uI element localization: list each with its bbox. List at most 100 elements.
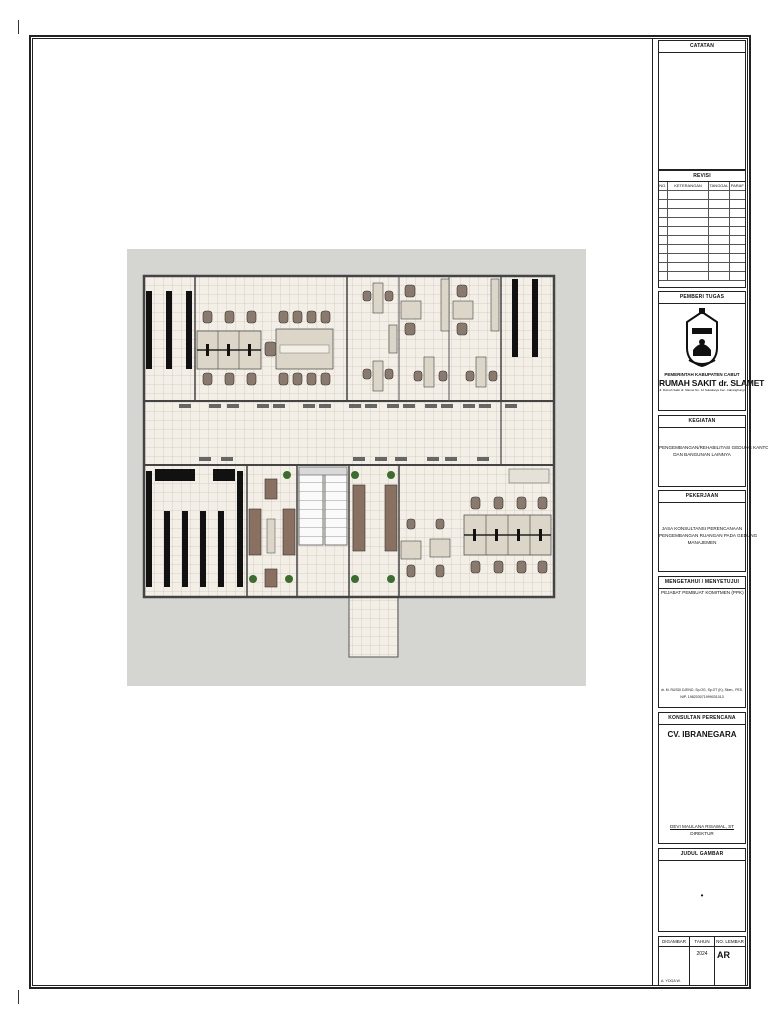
shelves-top-left bbox=[146, 291, 192, 369]
revisi-cell bbox=[668, 209, 710, 217]
revisi-cell bbox=[659, 236, 668, 244]
revisi-cell bbox=[659, 227, 668, 235]
mengetahui-title: MENGETAHUI / MENYETUJUI bbox=[659, 577, 745, 589]
office-desks-bottom bbox=[406, 518, 445, 578]
digambar-label: DIGAMBAR bbox=[659, 937, 689, 947]
revisi-cell bbox=[659, 209, 668, 217]
revisi-row bbox=[659, 191, 745, 200]
lembar-value: AR bbox=[717, 950, 730, 960]
revisi-cell bbox=[730, 227, 745, 235]
tahun-value: 2024 bbox=[696, 951, 708, 957]
revisi-title: REVISI bbox=[659, 171, 745, 182]
revisi-cell bbox=[730, 200, 745, 208]
pemberi-tugas-title: PEMBERI TUGAS bbox=[659, 292, 745, 304]
revisi-cell bbox=[668, 227, 710, 235]
stairs bbox=[298, 470, 324, 546]
drawing-frame-inner bbox=[32, 38, 748, 986]
workstation-cluster-left bbox=[196, 310, 262, 386]
kegiatan-title: KEGIATAN bbox=[659, 416, 745, 428]
revisi-cell bbox=[659, 272, 668, 280]
tahun-label: TAHUN bbox=[690, 937, 714, 947]
revisi-col-tanggal: TANGGAL bbox=[709, 182, 730, 190]
footer-box: DIGAMBAR A. YOGA W. TAHUN 2024 NO. LEMBA… bbox=[658, 936, 746, 986]
pemberi-tugas-box: PEMBERI TUGAS PEMERINTAH KABUPATEN CABUT… bbox=[658, 291, 764, 411]
office-desks-top bbox=[362, 284, 498, 382]
konsultan-title: KONSULTAN PERENCANA bbox=[659, 713, 745, 725]
kegiatan-line2: DAN BANGUNAN LAINNYA bbox=[673, 452, 731, 457]
crop-mark-top bbox=[18, 20, 19, 34]
revisi-row bbox=[659, 263, 745, 272]
revisi-cell bbox=[668, 218, 710, 226]
revisi-row bbox=[659, 254, 745, 263]
revisi-row bbox=[659, 209, 745, 218]
corridor-benches bbox=[179, 404, 517, 461]
revisi-box: REVISI NO. KETERANGAN TANGGAL PARAF bbox=[658, 170, 746, 288]
revisi-cell bbox=[709, 218, 730, 226]
gov-line: PEMERINTAH KABUPATEN CABUT bbox=[664, 372, 740, 377]
judul-gambar-title: JUDUL GAMBAR bbox=[659, 849, 745, 861]
revisi-col-keterangan: KETERANGAN bbox=[668, 182, 710, 190]
revisi-cell bbox=[709, 227, 730, 235]
entrance-ramp bbox=[348, 596, 399, 658]
revisi-cell bbox=[709, 200, 730, 208]
revisi-cell bbox=[668, 245, 710, 253]
revisi-cell bbox=[668, 254, 710, 262]
revisi-col-no: NO. bbox=[659, 182, 668, 190]
revisi-cell bbox=[668, 191, 710, 199]
lounge-furniture bbox=[248, 471, 398, 588]
ppk-nip: NIP. 198203071999031013 bbox=[680, 695, 724, 699]
consultant-role: DIREKTUR bbox=[690, 831, 714, 836]
revisi-cell bbox=[730, 236, 745, 244]
digambar-cell: DIGAMBAR A. YOGA W. bbox=[659, 937, 690, 985]
revisi-row bbox=[659, 245, 745, 254]
revisi-header-row: NO. KETERANGAN TANGGAL PARAF bbox=[659, 182, 745, 191]
pekerjaan-line1: JASA KONSULTANSI PERENCANAAN bbox=[661, 526, 743, 531]
revisi-cell bbox=[709, 236, 730, 244]
shelves-top-right bbox=[512, 279, 538, 357]
revisi-row bbox=[659, 200, 745, 209]
ppk-name: dr. M. RUSDI DJENO, Sp.OG, Sp.OT (K), Sk… bbox=[661, 688, 743, 692]
revisi-cell bbox=[659, 200, 668, 208]
pekerjaan-title: PEKERJAAN bbox=[659, 491, 745, 503]
revisi-cell bbox=[709, 245, 730, 253]
revisi-cell bbox=[709, 254, 730, 262]
revisi-cell bbox=[730, 263, 745, 271]
revisi-cell bbox=[709, 272, 730, 280]
shelves-bottom-left bbox=[146, 469, 243, 587]
revisi-row bbox=[659, 236, 745, 245]
hospital-address: Jl. Rumah Sakit dr. Slamet No. 12 Sukaka… bbox=[659, 388, 745, 392]
revisi-cell bbox=[659, 191, 668, 199]
judul-gambar-box: JUDUL GAMBAR • bbox=[658, 848, 746, 932]
revisi-cell bbox=[659, 245, 668, 253]
mengetahui-box: MENGETAHUI / MENYETUJUI PEJABAT PEMBUAT … bbox=[658, 576, 746, 708]
title-block-divider bbox=[652, 38, 653, 986]
revisi-row bbox=[659, 272, 745, 281]
revisi-cell bbox=[659, 263, 668, 271]
revisi-cell bbox=[668, 236, 710, 244]
pekerjaan-line2: PENGEMBANGAN RUANGAN PADA GEDUNG bbox=[659, 533, 758, 538]
revisi-rows bbox=[659, 191, 745, 281]
revisi-row bbox=[659, 227, 745, 236]
revisi-cell bbox=[709, 209, 730, 217]
catatan-title: CATATAN bbox=[659, 41, 745, 53]
floor-plan bbox=[127, 249, 586, 686]
consultant-person: DEVI MAULANA RISAWAL, ST bbox=[670, 824, 734, 829]
revisi-cell bbox=[659, 254, 668, 262]
workstation-cluster-right bbox=[463, 468, 552, 574]
pekerjaan-line3: MANAJEMEN bbox=[687, 540, 717, 545]
crop-mark-bottom bbox=[18, 990, 19, 1004]
revisi-col-paraf: PARAF bbox=[730, 183, 744, 188]
hospital-logo bbox=[686, 308, 718, 368]
kegiatan-box: KEGIATAN PENGEMBANGAN/REHABILITASI GEDUN… bbox=[658, 415, 768, 487]
meeting-table bbox=[264, 310, 334, 386]
drawing-frame-outer bbox=[29, 35, 751, 989]
lembar-label: NO. LEMBAR bbox=[715, 937, 745, 947]
lembar-cell: NO. LEMBAR AR bbox=[715, 937, 745, 985]
kegiatan-line1: PENGEMBANGAN/REHABILITASI GEDUNG KANTOR bbox=[659, 445, 768, 450]
revisi-cell bbox=[668, 272, 710, 280]
revisi-cell bbox=[668, 263, 710, 271]
drawer-name: A. YOGA W. bbox=[661, 979, 681, 983]
tahun-cell: TAHUN 2024 bbox=[690, 937, 715, 985]
consultant-firm: CV. IBRANEGARA bbox=[667, 730, 737, 739]
revisi-cell bbox=[730, 245, 745, 253]
